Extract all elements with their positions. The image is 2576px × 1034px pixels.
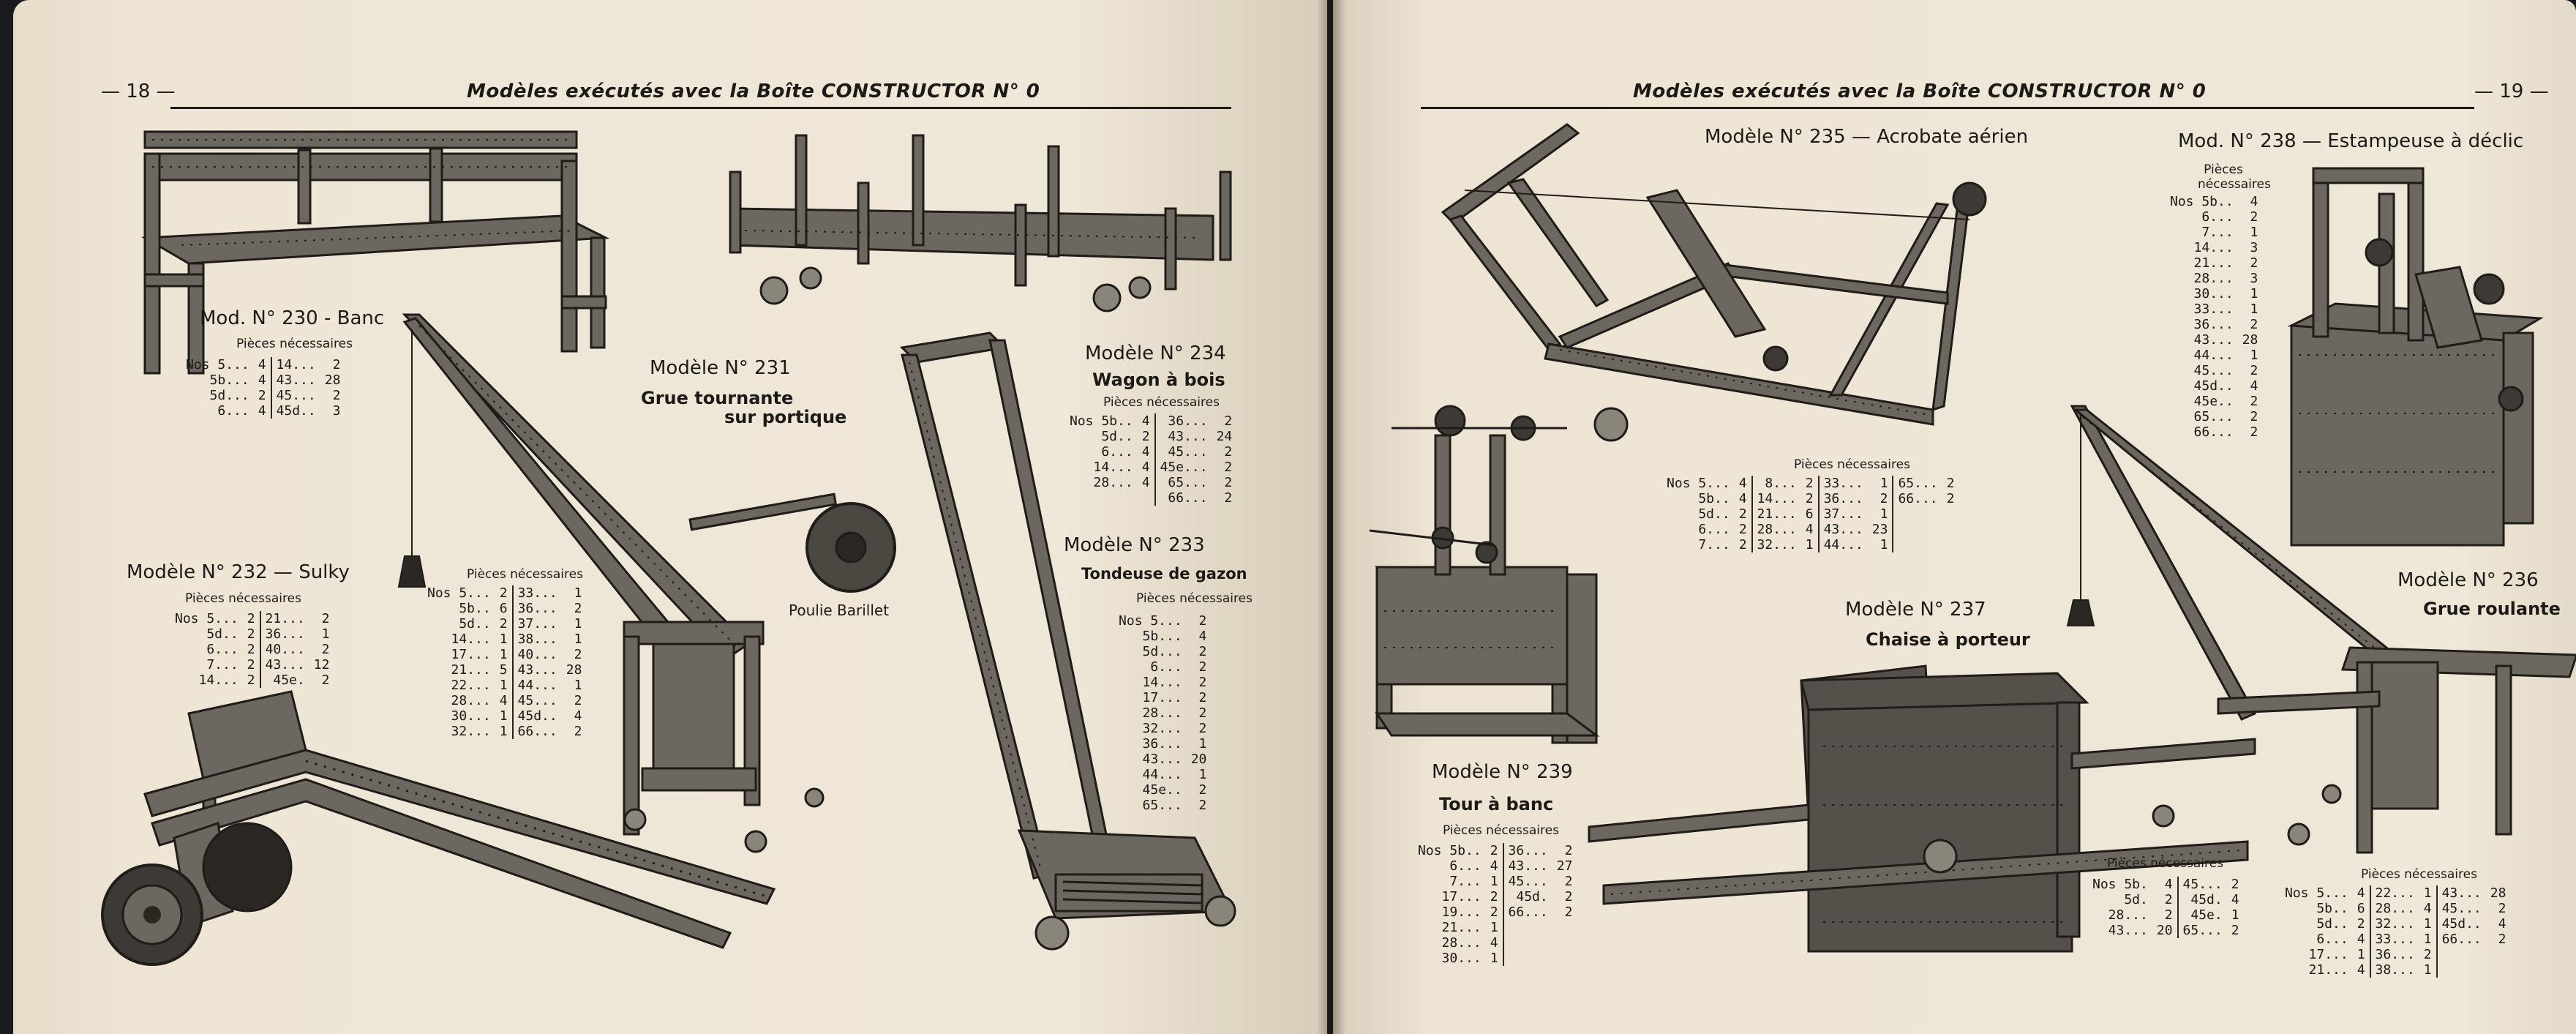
page-header-right: Modèles exécutés avec la Boîte CONSTRUCT… — [1633, 80, 2207, 102]
model-235-parts-caption: Pièces nécessaires — [1794, 457, 1910, 472]
model-233-parts-caption: Pièces nécessaires — [1136, 591, 1253, 606]
rotating-crane-illustration — [397, 313, 896, 853]
model-234-title: Modèle N° 234 — [1085, 342, 1226, 364]
model-235-title: Modèle N° 235 — Acrobate aérien — [1705, 126, 2029, 148]
model-232-parts-caption: Pièces nécessaires — [185, 591, 301, 606]
model-238-parts-caption: Pièces nécessaires — [2198, 162, 2271, 192]
drop-stamper-illustration — [2287, 167, 2544, 547]
model-231-annotation: Poulie Barillet — [789, 602, 890, 619]
header-rule-right — [1421, 107, 2474, 109]
model-236-title: Modèle N° 236 — [2397, 569, 2539, 591]
aerial-acrobat-illustration — [1441, 123, 1987, 442]
model-233-title: Modèle N° 233 — [1064, 534, 1205, 556]
model-231-subtitle-2: sur portique — [724, 407, 847, 427]
book-gutter — [1317, 0, 1346, 1034]
lawn-mower-illustration — [899, 331, 1236, 951]
model-239-subtitle: Tour à banc — [1439, 794, 1554, 814]
model-230-title: Mod. N° 230 - Banc — [200, 307, 385, 329]
model-238-title: Mod. N° 238 — Estampeuse à déclic — [2178, 130, 2524, 152]
model-230-parts-caption: Pièces nécessaires — [236, 337, 353, 351]
log-wagon-illustration — [729, 134, 1232, 312]
model-233-subtitle: Tondeuse de gazon — [1081, 565, 1247, 582]
model-236-parts-caption: Pièces nécessaires — [2361, 867, 2477, 882]
model-231-subtitle: Grue tournante — [641, 388, 794, 408]
model-234-subtitle: Wagon à bois — [1092, 370, 1225, 390]
page-number-left: — 18 — — [101, 80, 176, 102]
sulky-illustration — [101, 690, 776, 966]
model-231-parts-caption: Pièces nécessaires — [467, 567, 583, 582]
header-rule-left — [170, 107, 1231, 109]
left-page: — 18 — Modèles exécutés avec la Boîte CO… — [13, 0, 1327, 1034]
model-237-subtitle: Chaise à porteur — [1866, 629, 2030, 650]
model-237-title: Modèle N° 237 — [1845, 599, 1986, 621]
model-237-parts-caption: Pièces nécessaires — [2107, 856, 2223, 871]
bench-illustration — [140, 130, 610, 375]
model-238-parts-table: Nos 5b..4 6...2 7...1 14...3 21...2 28..… — [2170, 194, 2258, 440]
page-header-left: Modèles exécutés avec la Boîte CONSTRUCT… — [467, 80, 1040, 102]
bench-lathe-illustration — [1369, 405, 1600, 744]
model-232-title: Modèle N° 232 — Sulky — [127, 561, 350, 583]
page-number-right: — 19 — — [2474, 80, 2549, 102]
model-239-title: Modèle N° 239 — [1432, 761, 1573, 783]
model-233-parts-table: Nos 5...2 5b...4 5d...2 6...2 14...2 17.… — [1119, 613, 1207, 813]
model-234-parts-caption: Pièces nécessaires — [1103, 395, 1220, 410]
model-231-title: Modèle N° 231 — [650, 357, 791, 379]
right-page: Modèles exécutés avec la Boîte CONSTRUCT… — [1333, 0, 2576, 1034]
travelling-crane-illustration — [2066, 405, 2576, 854]
model-239-parts-caption: Pièces nécessaires — [1443, 823, 1559, 838]
model-236-subtitle: Grue roulante — [2423, 599, 2561, 619]
sedan-chair-illustration — [1588, 664, 2256, 953]
